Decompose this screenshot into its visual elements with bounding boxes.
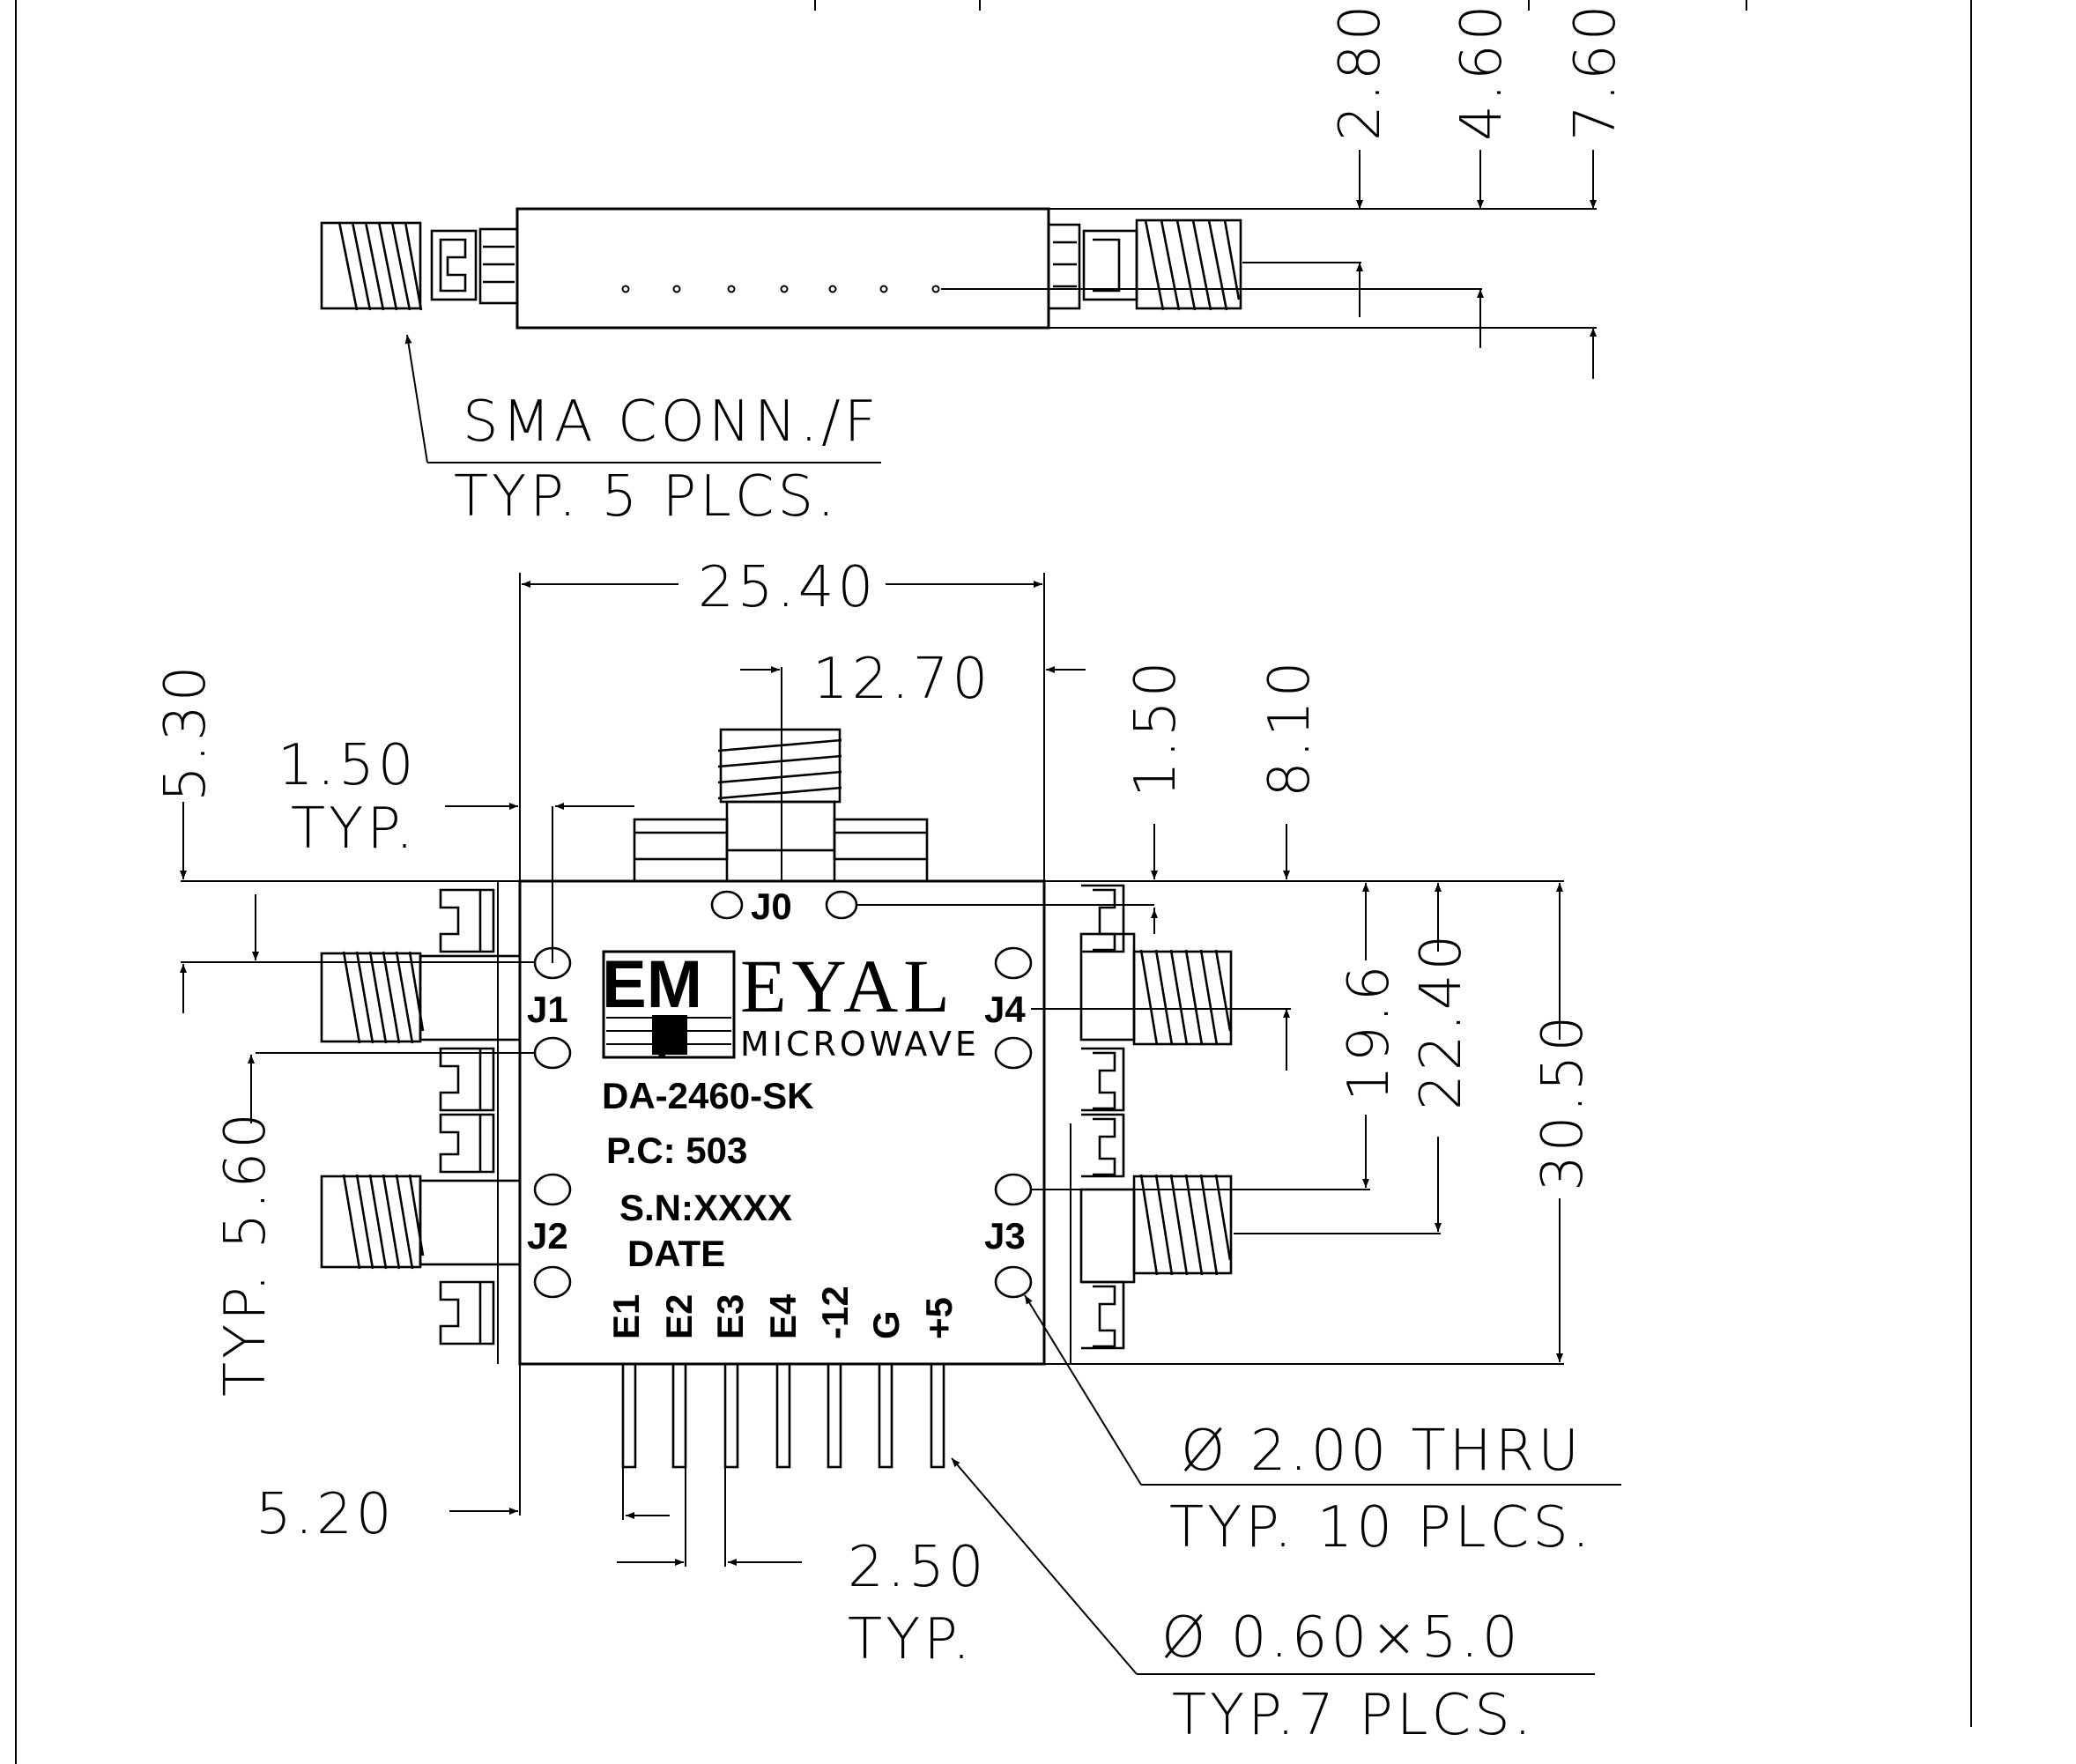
dim-left-5-30: 5.30 [153, 663, 219, 803]
pins [621, 1362, 945, 1469]
pin-row-dots [621, 285, 940, 293]
dim-pin-pitch-2-50: 2.50 [848, 1535, 988, 1600]
dim-pitch-5-60: TYP. 5.60 [213, 1109, 278, 1397]
dim-height-30-50: 30.50 [1531, 1012, 1596, 1191]
dim-height-19-6: 19.6 [1337, 962, 1402, 1102]
left-mount-nuts [439, 881, 499, 1364]
dim-height-22-40: 22.40 [1409, 931, 1474, 1110]
hole-callout-line1: Ø 2.00 THRU [1181, 1419, 1583, 1484]
right-mount-nuts [1070, 884, 1125, 1364]
port-label-j1: J1 [527, 989, 568, 1030]
pin-label-plus5: +5 [918, 1297, 960, 1339]
logo-em-text: EM [602, 947, 702, 1022]
dim-left-offset-typ: TYP. [291, 797, 417, 862]
dim-left-offset-1-50: 1.50 [278, 733, 418, 798]
dim-pin-pitch-typ: TYP. [848, 1607, 974, 1672]
port-label-j0: J0 [751, 886, 792, 927]
top-view: 2.80 4.60 7.60 SMA CONN./F TYP. 5 PLCS. [320, 2, 1628, 530]
dim-top-4-60: 4.60 [1449, 2, 1515, 142]
serial-number: S.N:XXXX [619, 1187, 792, 1228]
pin-label-e4: E4 [762, 1293, 804, 1339]
brand-subtitle: MICROWAVE [740, 1025, 980, 1064]
sma-callout-line2: TYP. 5 PLCS. [454, 464, 838, 530]
port-label-j2: J2 [527, 1215, 568, 1256]
dim-width-25-40: 25.40 [698, 555, 877, 620]
sma-connector-j3 [1079, 1174, 1233, 1284]
pin-label-g: G [865, 1310, 907, 1339]
pin-labels: E1 E2 E3 E4 -12 G +5 [605, 1286, 960, 1339]
dim-right-offset-1-50: 1.50 [1123, 658, 1189, 798]
port-label-j3: J3 [984, 1215, 1026, 1256]
drawing-frame [15, 0, 1972, 1764]
pin-callout-line2: TYP.7 PLCS. [1172, 1683, 1535, 1748]
sma-connector-left [320, 221, 519, 311]
sma-connector-right [1047, 219, 1242, 311]
dim-top-7-60: 7.60 [1563, 2, 1628, 142]
port-label-j4: J4 [984, 989, 1026, 1030]
emi-logo: EM I [602, 947, 736, 1067]
pin-label-minus12: -12 [814, 1286, 856, 1339]
pin-label-e2: E2 [658, 1294, 700, 1339]
pin-label-e1: E1 [605, 1294, 647, 1339]
logo-i-text: I [656, 1016, 668, 1067]
sma-callout-line1: SMA CONN./F [463, 389, 880, 455]
model-number: DA-2460-SK [602, 1075, 813, 1116]
dim-right-top-8-10: 8.10 [1257, 658, 1323, 798]
date-label: DATE [627, 1233, 725, 1274]
pin-label-e3: E3 [709, 1294, 751, 1339]
sma-connector-j1 [320, 951, 522, 1044]
pc-number: P.C: 503 [606, 1130, 747, 1171]
dim-top-2-80: 2.80 [1328, 2, 1393, 142]
sma-connector-j2 [320, 1174, 522, 1270]
dim-pin-offset-5-20: 5.20 [256, 1482, 396, 1547]
front-view: J0 J1 J2 J3 J4 EM I EYAL MICROWAVE DA-24… [153, 555, 1621, 1748]
pin-callout-line1: Ø 0.60×5.0 [1161, 1605, 1522, 1671]
dim-center-12-70: 12.70 [812, 647, 991, 712]
hole-callout-line2: TYP. 10 PLCS. [1169, 1495, 1593, 1560]
brand-name: EYAL [740, 944, 955, 1028]
